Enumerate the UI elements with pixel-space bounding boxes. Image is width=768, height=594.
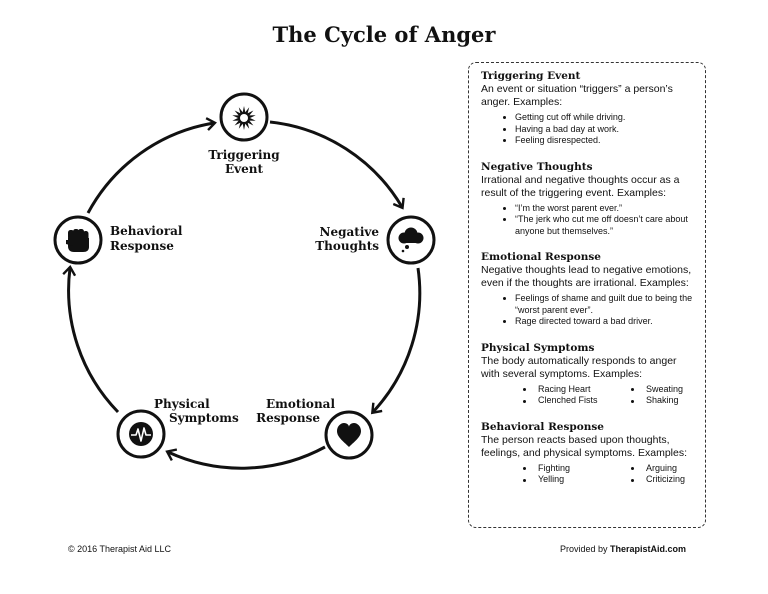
node-negative-thoughts: Negative Thoughts: [315, 215, 436, 265]
heart-icon: [337, 423, 361, 447]
node-emotional-response: Emotional Response: [256, 397, 374, 460]
arrow-physical-to-behavioral: [62, 265, 120, 414]
descriptions-panel: Triggering Event An event or situation “…: [468, 62, 706, 528]
example-list: “I’m the worst parent ever.” “The jerk w…: [481, 203, 695, 238]
list-item: Feelings of shame and guilt due to being…: [515, 293, 695, 316]
thought-cloud-icon: [398, 227, 424, 253]
node-label-line1: Emotional: [266, 397, 335, 411]
section-negative-thoughts: Negative Thoughts Irrational and negativ…: [481, 161, 695, 238]
section-physical-symptoms: Physical Symptoms The body automatically…: [481, 342, 695, 407]
heartbeat-icon: [129, 422, 153, 446]
node-label-line1: Physical: [154, 397, 210, 411]
node-label-line2: Response: [110, 239, 174, 253]
copyright-notice: © 2016 Therapist Aid LLC: [68, 544, 172, 554]
list-item: “The jerk who cut me off doesn’t care ab…: [515, 214, 695, 237]
list-item: Feeling disrespected.: [515, 135, 695, 147]
node-label-line2: Symptoms: [169, 411, 239, 425]
arrow-trigger-to-negative: [269, 120, 405, 210]
list-item: “I’m the worst parent ever.”: [515, 203, 695, 215]
section-heading: Physical Symptoms: [481, 341, 595, 354]
list-item: Clenched Fists: [515, 395, 623, 407]
provided-by-label: Provided by: [560, 544, 608, 554]
section-heading: Triggering Event: [481, 70, 581, 82]
node-label-line1: Behavioral: [110, 224, 183, 238]
node-label-line1: Negative: [320, 225, 380, 239]
example-list: Fighting Arguing Yelling Criticizing: [481, 463, 695, 486]
section-heading: Behavioral Response: [481, 420, 604, 433]
node-label-line1: Triggering: [208, 148, 280, 162]
section-description: Irrational and negative thoughts occur a…: [481, 173, 680, 199]
list-item: Fighting: [515, 463, 623, 475]
node-label-line2: Response: [256, 411, 320, 425]
list-item: Shaking: [623, 395, 731, 407]
list-item: Having a bad day at work.: [515, 124, 695, 136]
explosion-icon: [232, 106, 256, 130]
section-triggering-event: Triggering Event An event or situation “…: [481, 70, 695, 147]
section-behavioral-response: Behavioral Response The person reacts ba…: [481, 421, 695, 486]
section-description: The person reacts based upon thoughts, f…: [481, 433, 688, 459]
example-list: Getting cut off while driving. Having a …: [481, 112, 695, 147]
node-physical-symptoms: Physical Symptoms: [116, 397, 239, 459]
list-item: Sweating: [623, 384, 731, 396]
node-label-line2: Thoughts: [315, 239, 379, 253]
section-heading: Emotional Response: [481, 251, 601, 263]
section-heading: Negative Thoughts: [481, 160, 593, 173]
example-list: Feelings of shame and guilt due to being…: [481, 293, 695, 328]
section-emotional-response: Emotional Response Negative thoughts lea…: [481, 251, 695, 328]
section-description: Negative thoughts lead to negative emoti…: [481, 264, 692, 289]
anger-cycle-diagram: Triggering Event Negative Thoughts Emoti…: [53, 92, 436, 470]
arrow-emotional-to-physical: [165, 445, 326, 470]
page-title: The Cycle of Anger: [272, 22, 496, 47]
list-item: Arguing: [623, 463, 731, 475]
arrow-negative-to-emotional: [370, 267, 422, 415]
node-triggering-event: Triggering Event: [208, 92, 280, 176]
example-list: Racing Heart Sweating Clenched Fists Sha…: [481, 384, 695, 407]
fist-icon: [66, 229, 89, 252]
node-behavioral-response: Behavioral Response: [53, 215, 183, 265]
list-item: Rage directed toward a bad driver.: [515, 316, 695, 328]
provided-by: Provided by TherapistAid.com: [560, 544, 686, 554]
section-description: The body automatically responds to anger…: [481, 354, 677, 380]
list-item: Racing Heart: [515, 384, 623, 396]
list-item: Getting cut off while driving.: [515, 112, 695, 124]
list-item: Yelling: [515, 474, 623, 486]
section-description: An event or situation “triggers” a perso…: [481, 83, 673, 108]
list-item: Criticizing: [623, 474, 731, 486]
node-label-line2: Event: [225, 162, 263, 176]
brand-link[interactable]: TherapistAid.com: [610, 544, 687, 554]
arrow-behavioral-to-trigger: [86, 117, 217, 214]
